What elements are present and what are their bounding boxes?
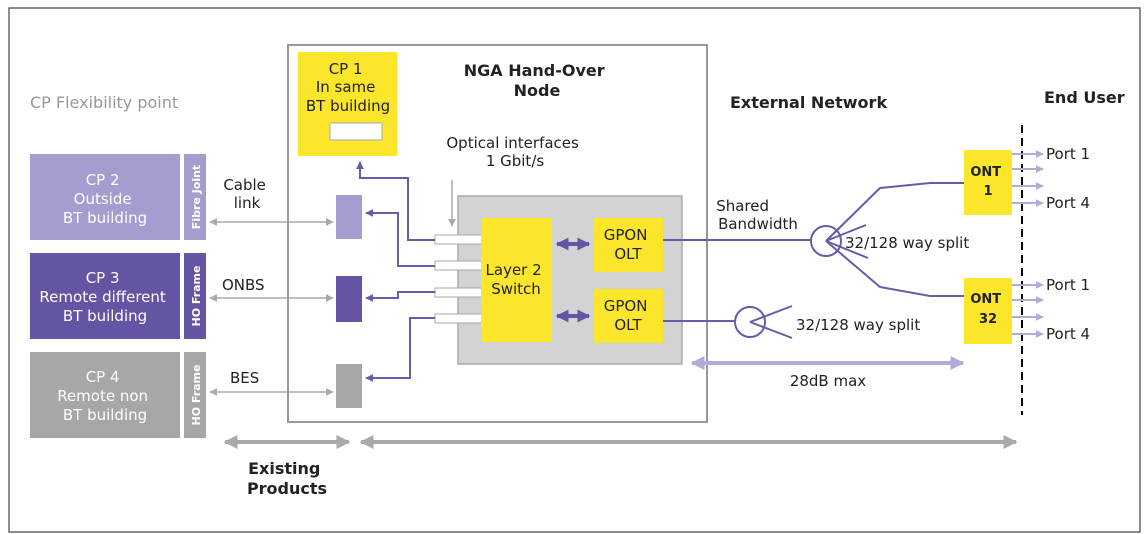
port-stub-1 xyxy=(434,234,484,245)
cp1-connection xyxy=(356,161,435,241)
gpon-olt-label-2: GPON OLT xyxy=(604,297,652,334)
existing-products-label: Existing Products xyxy=(247,459,327,498)
cp4-connection xyxy=(365,317,435,382)
cp4-tab xyxy=(184,352,206,438)
cp2-label: CP 2 Outside BT building xyxy=(63,171,147,227)
splitter-circle-1 xyxy=(810,225,842,257)
port-stub-4 xyxy=(434,313,484,324)
cp-flexibility-label: CP Flexibility point xyxy=(30,93,178,112)
cp2-box xyxy=(30,154,180,240)
cp3-tab xyxy=(184,253,206,339)
gpon-olt-label-1: GPON OLT xyxy=(604,226,652,263)
port-stub-3 xyxy=(434,287,484,298)
cp2-connection xyxy=(365,209,435,267)
cp4-interface-box xyxy=(336,364,362,408)
split-label-1: 32/128 way split xyxy=(845,234,969,252)
splitter-circle-2 xyxy=(734,306,766,338)
cp3-interface-box xyxy=(336,276,362,322)
split-label-2: 32/128 way split xyxy=(796,316,920,334)
shared-bandwidth-label: Shared Bandwidth xyxy=(716,197,798,233)
ont-32-label: ONT 32 xyxy=(970,292,1005,327)
split-branch-1b xyxy=(825,240,964,297)
split-branch-1c xyxy=(825,224,867,242)
split-branch-1a xyxy=(825,182,964,242)
bes-label: BES xyxy=(230,369,259,387)
ho-frame-label-1: HO Frame xyxy=(190,266,203,327)
ont-1-label: ONT 1 xyxy=(970,165,1005,199)
cp3-box xyxy=(30,253,180,339)
cp3-label: CP 3 Remote different BT building xyxy=(39,269,170,325)
ont1-port4-label: Port 4 xyxy=(1046,194,1090,212)
layer2-switch-box xyxy=(481,218,552,342)
cp1-label: CP 1 In same BT building xyxy=(306,60,390,115)
onbs-label: ONBS xyxy=(222,276,265,294)
gpon-olt-box-2 xyxy=(594,289,663,343)
end-user-label: End User xyxy=(1044,88,1125,107)
external-network-label: External Network xyxy=(730,93,887,112)
outer-frame xyxy=(8,7,1141,533)
split-branch-2a xyxy=(749,305,793,323)
cp1-slot xyxy=(329,122,383,141)
port-stub-2 xyxy=(434,260,484,271)
loss-budget-label: 28dB max xyxy=(790,372,866,390)
split-branch-1d xyxy=(825,240,869,259)
cable-link-label: Cable link xyxy=(223,176,270,212)
nga-title: NGA Hand-Over Node xyxy=(464,61,611,100)
ont1-port1-label: Port 1 xyxy=(1046,145,1090,163)
ho-frame-label-2: HO Frame xyxy=(190,365,203,426)
cp4-box xyxy=(30,352,180,438)
optical-interfaces-label: Optical interfaces 1 Gbit/s xyxy=(446,134,583,170)
cp2-tab xyxy=(184,154,206,240)
cp4-label: CP 4 Remote non BT building xyxy=(57,368,153,424)
cp2-interface-box xyxy=(336,195,362,239)
ont32-port4-label: Port 4 xyxy=(1046,325,1090,343)
layer2-switch-label: Layer 2 Switch xyxy=(486,261,547,298)
ont32-port1-label: Port 1 xyxy=(1046,276,1090,294)
split-branch-2b xyxy=(749,321,793,339)
ont-1-box xyxy=(964,150,1012,215)
ont-32-box xyxy=(964,278,1012,344)
gpon-olt-box-1 xyxy=(594,218,663,272)
fibre-joint-label: Fibre Joint xyxy=(190,165,203,229)
cp3-connection xyxy=(365,291,435,302)
